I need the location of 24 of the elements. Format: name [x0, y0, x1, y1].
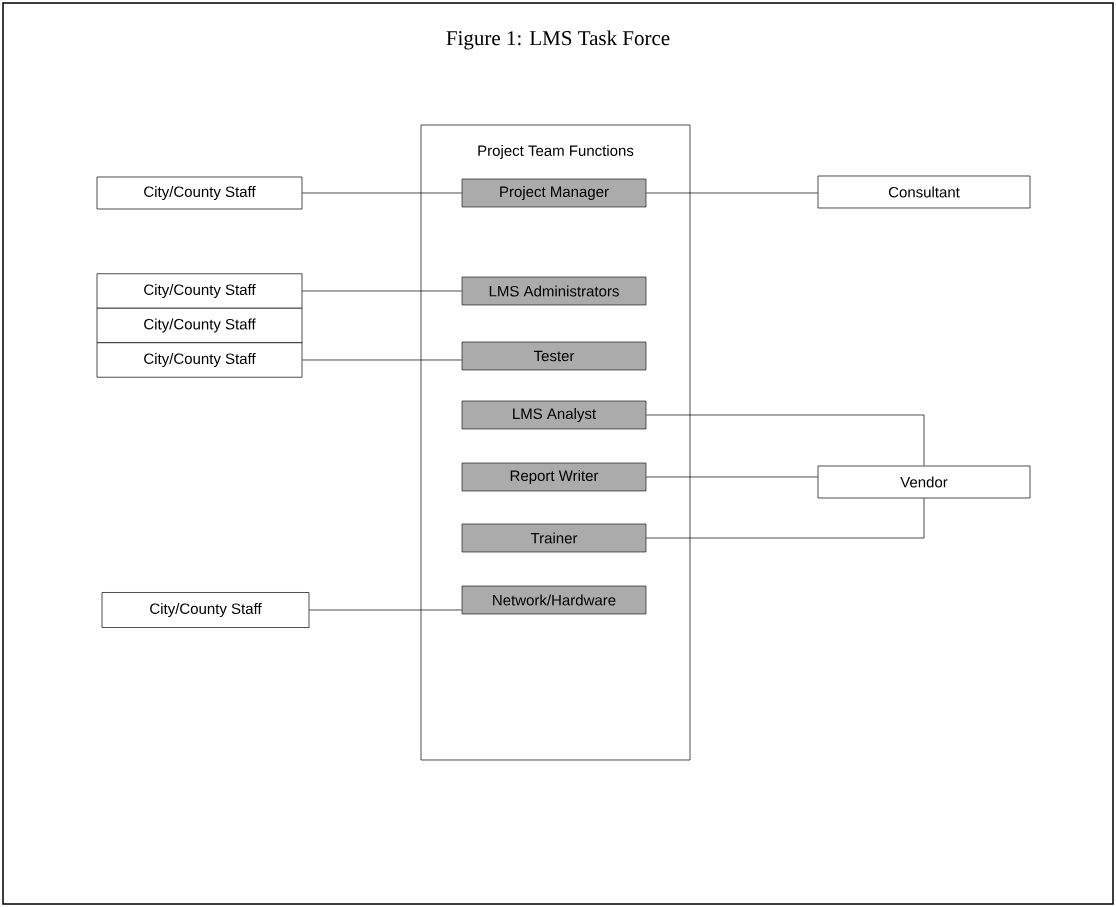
function-box: Tester	[461, 341, 647, 371]
connector-line	[302, 290, 463, 292]
function-box: LMS Administrators	[461, 276, 647, 306]
connector-line	[645, 498, 925, 539]
connector-line	[645, 476, 818, 478]
figure-title: Figure 1: LMS Task Force	[446, 30, 670, 50]
role-box: City/County Staff	[96, 342, 303, 378]
connector-line	[645, 414, 925, 466]
function-box: Network/Hardware	[461, 585, 647, 615]
role-box: City/County Staff	[96, 273, 303, 309]
function-box: Report Writer	[461, 462, 647, 492]
role-box: City/County Staff	[96, 176, 303, 210]
panel-heading: Project Team Functions	[478, 145, 634, 159]
connector-line	[302, 192, 463, 194]
role-box: City/County Staff	[101, 592, 310, 628]
role-box: Vendor	[817, 465, 1031, 499]
connector-line	[309, 609, 463, 611]
function-box: LMS Analyst	[461, 400, 647, 430]
function-box: Project Manager	[461, 178, 647, 208]
connector-line	[302, 359, 463, 361]
role-box: City/County Staff	[96, 307, 303, 344]
function-box: Trainer	[461, 523, 647, 553]
connector-line	[645, 192, 818, 194]
role-box: Consultant	[817, 175, 1031, 209]
